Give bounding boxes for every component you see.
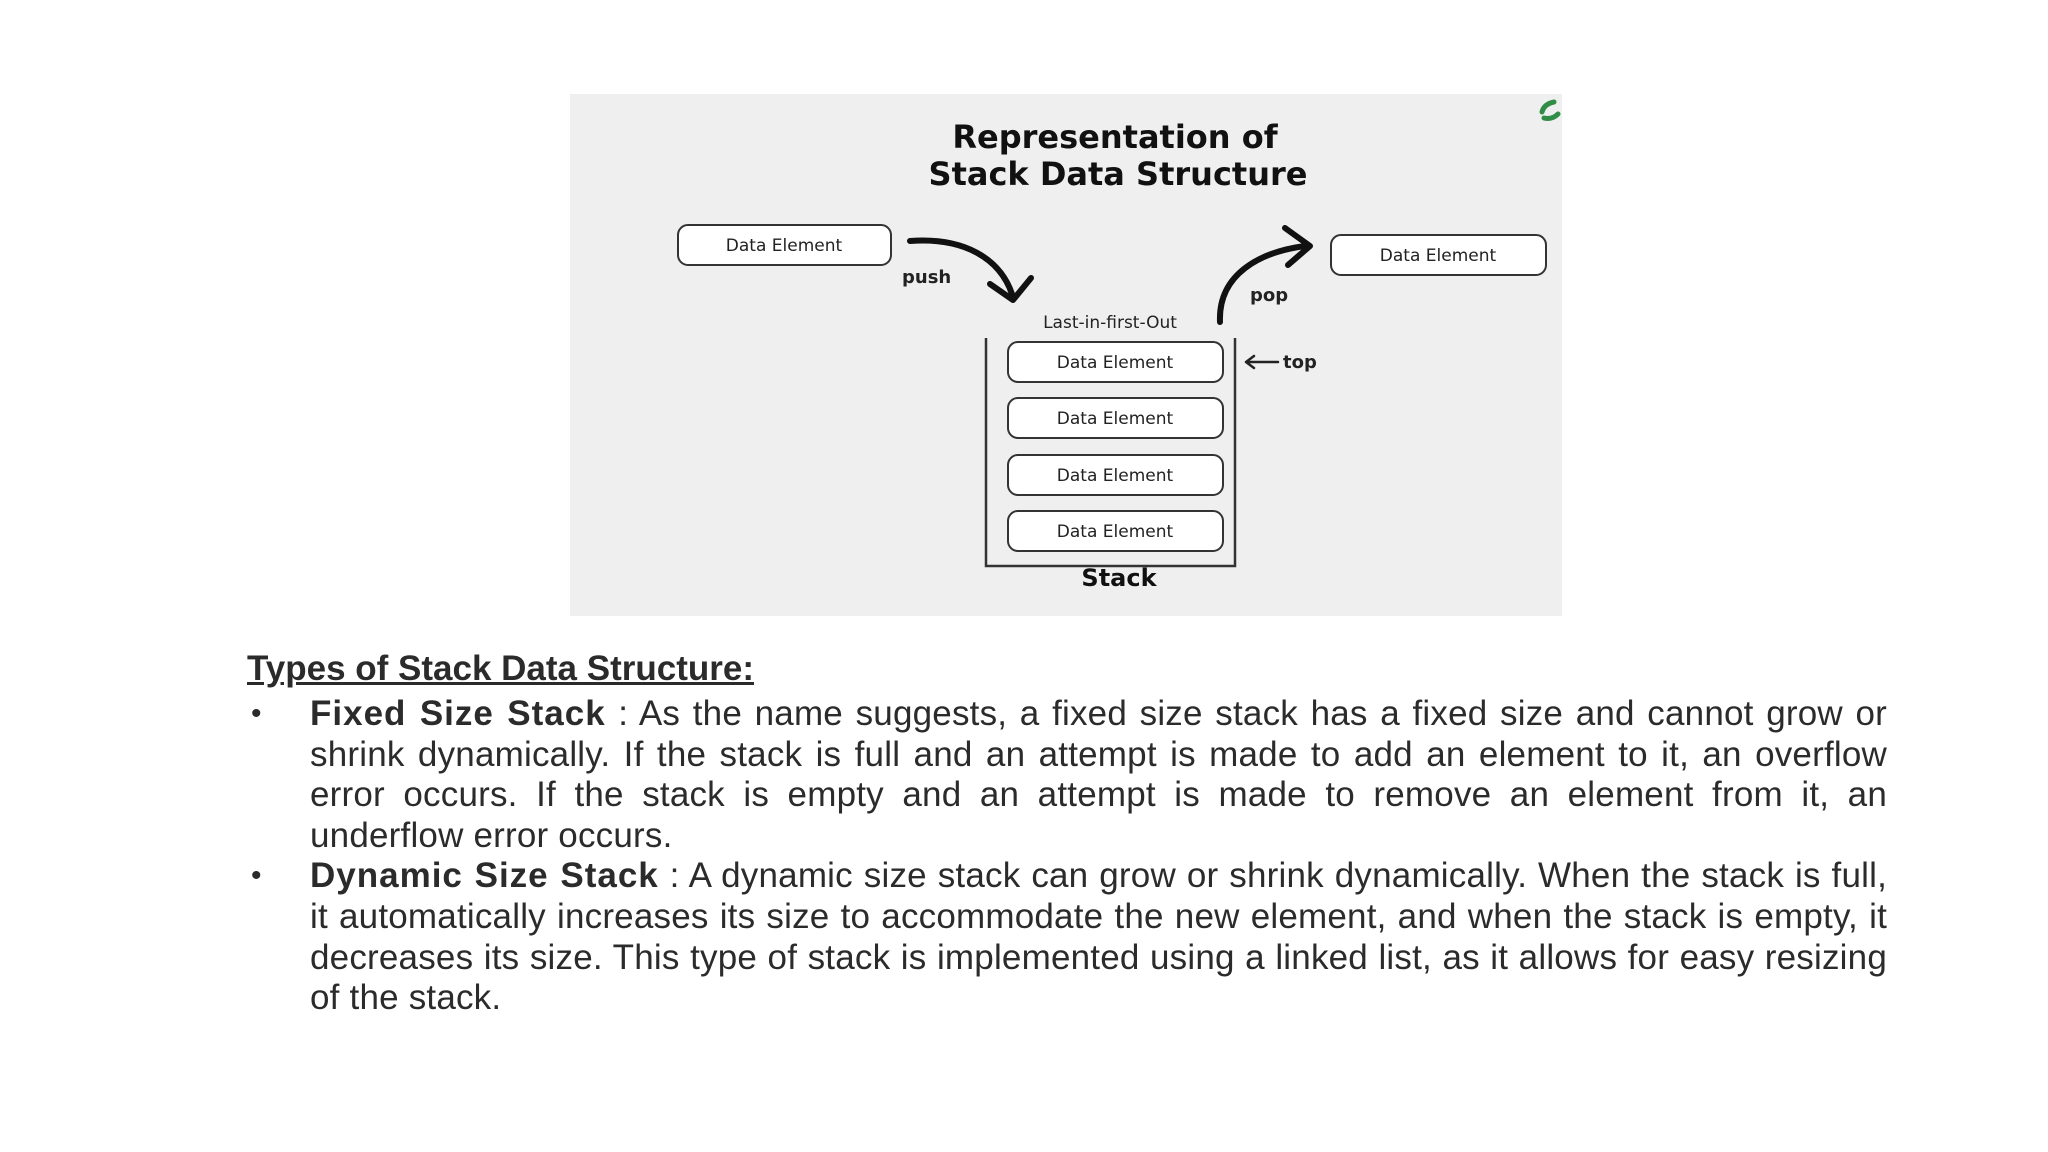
- pop-data-element: Data Element: [1330, 234, 1547, 276]
- stack-item-label: Data Element: [1057, 466, 1174, 486]
- pop-arrow-icon: [1216, 243, 1308, 325]
- stack-item: Data Element: [1007, 454, 1224, 496]
- list-item-separator: :: [605, 694, 639, 733]
- stack-diagram: Representation of Stack Data Structure D…: [677, 99, 1561, 592]
- pop-data-element-label: Data Element: [1380, 246, 1497, 266]
- push-arrow-icon: [907, 237, 1015, 297]
- top-label: top: [1283, 352, 1317, 373]
- section-heading: Types of Stack Data Structure:: [247, 649, 754, 688]
- lifo-label: Last-in-first-Out: [1043, 313, 1177, 333]
- stack-item: Data Element: [1007, 341, 1224, 383]
- list-item-description: As the name suggests, a fixed size stack…: [310, 694, 1887, 855]
- stack-item: Data Element: [1007, 510, 1224, 552]
- stack-item-label: Data Element: [1057, 353, 1174, 373]
- list-item-term: Fixed Size Stack: [310, 694, 606, 733]
- bullet-icon: •: [251, 859, 262, 893]
- list-item: • Dynamic Size Stack : A dynamic size st…: [247, 856, 1887, 1018]
- stack-types-list: • Fixed Size Stack : As the name suggest…: [247, 694, 1887, 1019]
- diagram-title-line2: Stack Data Structure: [929, 155, 1308, 193]
- diagram-title-line1: Representation of: [952, 118, 1278, 156]
- push-data-element: Data Element: [677, 224, 892, 266]
- list-item: • Fixed Size Stack : As the name suggest…: [247, 694, 1887, 856]
- stack-item-label: Data Element: [1057, 522, 1174, 542]
- list-item-description: A dynamic size stack can grow or shrink …: [310, 856, 1888, 1018]
- push-data-element-label: Data Element: [726, 236, 843, 256]
- push-arrowhead-icon: [987, 275, 1034, 303]
- stack-item: Data Element: [1007, 397, 1224, 439]
- bullet-icon: •: [251, 697, 262, 730]
- list-item-separator: :: [658, 856, 689, 896]
- stack-caption: Stack: [1081, 564, 1157, 592]
- stack-types-section: Types of Stack Data Structure: • Fixed S…: [247, 648, 1887, 1019]
- stack-container: [984, 338, 1237, 568]
- logo-fragment-icon: [1539, 99, 1561, 121]
- stack-diagram-figure: Representation of Stack Data Structure D…: [570, 94, 1562, 616]
- pop-label: pop: [1250, 285, 1288, 306]
- top-pointer-arrow-icon: [1244, 354, 1280, 370]
- stack-item-label: Data Element: [1057, 409, 1174, 429]
- list-item-term: Dynamic Size Stack: [310, 856, 659, 896]
- pop-arrowhead-icon: [1282, 225, 1313, 268]
- push-label: push: [902, 267, 951, 288]
